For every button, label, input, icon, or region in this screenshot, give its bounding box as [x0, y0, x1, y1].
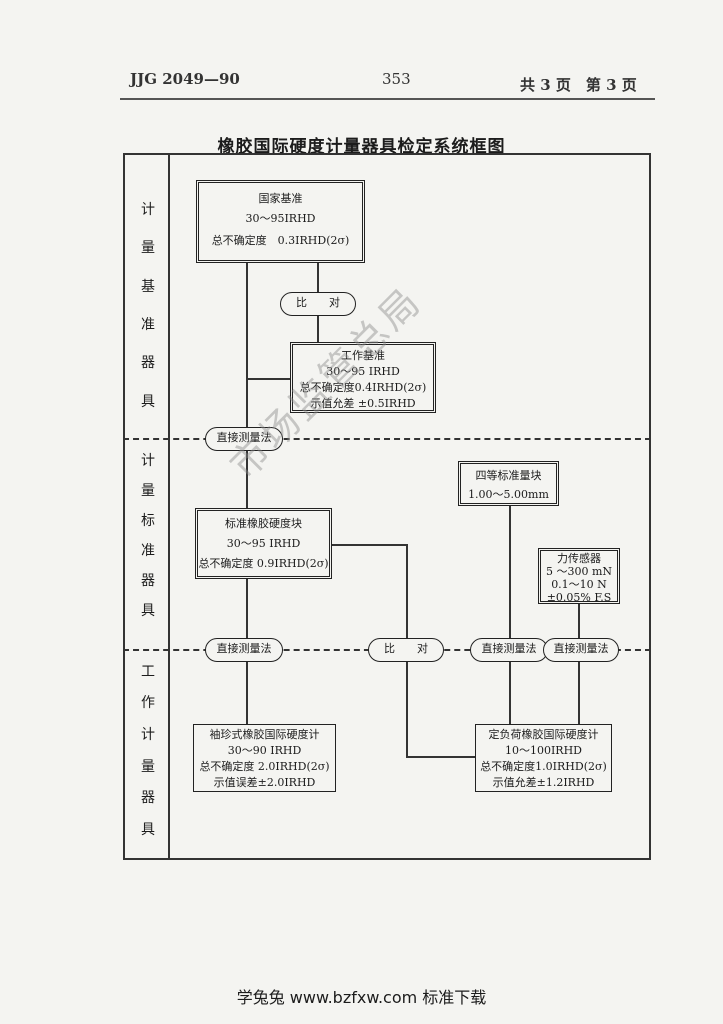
diagram-title: 橡胶国际硬度计量器具检定系统框图 — [217, 137, 506, 157]
connector-working-trunk — [246, 378, 292, 380]
direct-method-label-1: 直接测量法 — [205, 427, 283, 451]
compare-label-1: 比 对 — [280, 292, 356, 316]
section-divider-1 — [123, 438, 651, 440]
label-column-divider — [168, 153, 170, 860]
footer-text: 学兔兔 www.bzfxw.com 标准下载 — [236, 988, 487, 1007]
diagram-frame — [123, 153, 651, 860]
direct-method-label-2: 直接测量法 — [205, 638, 283, 662]
section-label-standard: 计量标 准器具 — [141, 453, 155, 619]
standard-code: JJG 2049—90 — [130, 70, 240, 88]
compare-label-2: 比 对 — [368, 638, 444, 662]
connector-gauge-fixed — [509, 505, 511, 725]
direct-method-label-4: 直接测量法 — [543, 638, 619, 662]
direct-method-label-3: 直接测量法 — [470, 638, 548, 662]
connector-compare-fixed — [406, 756, 476, 758]
connector-block-compare — [332, 544, 408, 546]
connector-force-fixed — [578, 602, 580, 725]
page-number: 353 — [382, 70, 411, 88]
page-count: 共 3 页 第 3 页 — [520, 76, 637, 94]
section-label-primary: 计量基 准器具 — [141, 202, 155, 410]
section-label-working: 工作计 量器具 — [141, 663, 155, 839]
header-rule — [120, 98, 655, 100]
